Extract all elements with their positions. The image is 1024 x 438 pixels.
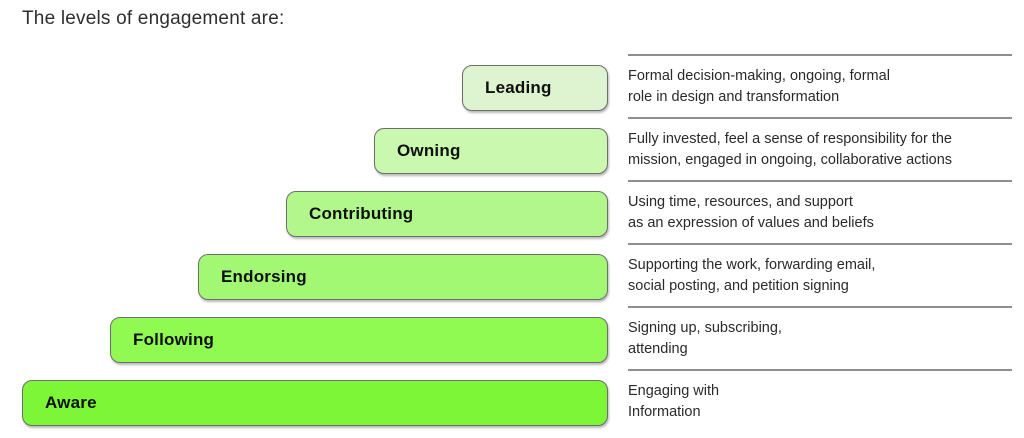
level-label: Contributing: [309, 204, 414, 223]
level-label: Owning: [397, 141, 461, 160]
level-description: Engaging with Information: [628, 382, 720, 420]
page-title: The levels of engagement are:: [22, 8, 285, 29]
level-label: Leading: [485, 78, 552, 97]
level-description: Using time, resources, and support as an…: [628, 193, 874, 231]
level-description-block: Engaging with Information: [628, 369, 1012, 432]
level-bar-owning: Owning: [374, 128, 608, 174]
level-description: Formal decision-making, ongoing, formal …: [628, 67, 890, 105]
level-label: Endorsing: [221, 267, 307, 286]
level-description: Fully invested, feel a sense of responsi…: [628, 130, 953, 168]
level-description-block: Fully invested, feel a sense of responsi…: [628, 117, 1012, 180]
level-bar-following: Following: [110, 317, 608, 363]
level-label: Aware: [45, 393, 97, 412]
level-bar-leading: Leading: [462, 65, 608, 111]
level-bar-contributing: Contributing: [286, 191, 608, 237]
level-description-block: Using time, resources, and support as an…: [628, 180, 1012, 243]
level-bar-aware: Aware: [22, 380, 608, 426]
level-description: Supporting the work, forwarding email, s…: [628, 256, 876, 294]
level-description-block: Formal decision-making, ongoing, formal …: [628, 54, 1012, 117]
level-description: Signing up, subscribing, attending: [628, 319, 782, 357]
level-bar-endorsing: Endorsing: [198, 254, 608, 300]
level-label: Following: [133, 330, 215, 349]
level-description-block: Supporting the work, forwarding email, s…: [628, 243, 1012, 306]
level-description-block: Signing up, subscribing, attending: [628, 306, 1012, 369]
